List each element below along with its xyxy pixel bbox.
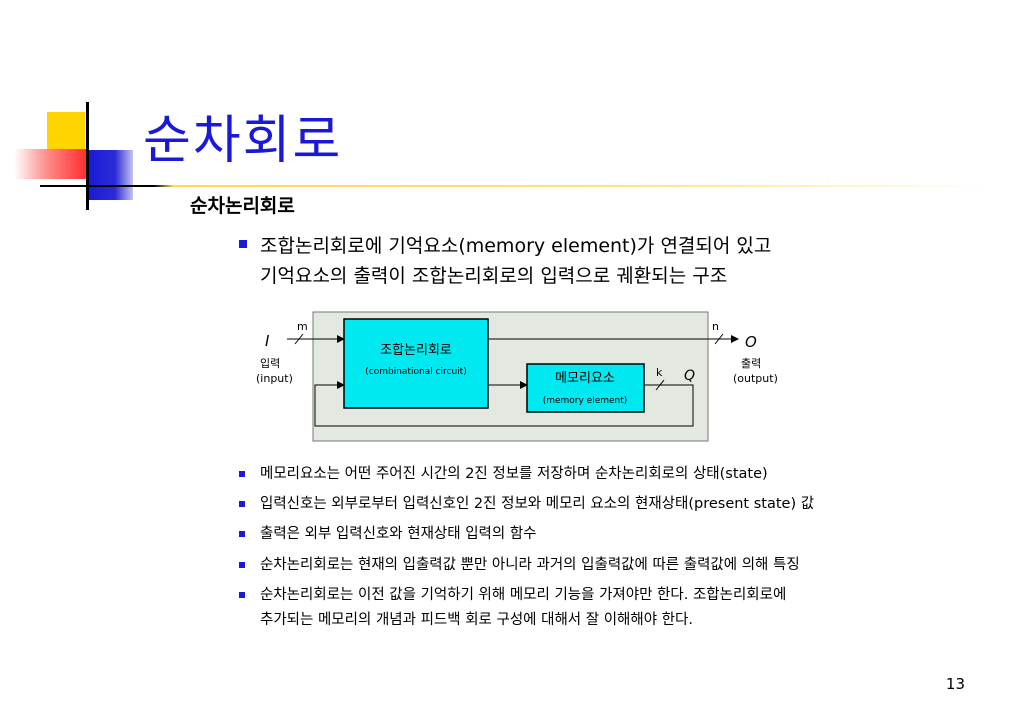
slide-subtitle: 순차논리회로: [190, 195, 295, 217]
comb-title: 조합논리회로: [380, 343, 452, 358]
q-label: Q: [684, 368, 695, 384]
main-bullet-line-1: 조합논리회로에 기억요소(memory element)가 연결되어 있고: [260, 235, 772, 257]
output-symbol: O: [745, 333, 757, 351]
bullet-text-5-cont: 추가되는 메모리의 개념과 피드백 회로 구성에 대해서 잘 이해해야 한다.: [260, 612, 693, 628]
input-slash: [294, 333, 304, 345]
bullet-square-icon: [239, 240, 247, 248]
bullet-square-icon: [239, 471, 245, 477]
main-bullet-text: 조합논리회로에 기억요소(memory element)가 연결되어 있고 기억…: [260, 231, 771, 291]
input-label-en: (input): [256, 372, 293, 385]
slide-title: 순차회로: [143, 111, 343, 171]
logo-red-block: [14, 149, 88, 179]
logo-yellow-square: [47, 112, 85, 150]
memory-element-box: [526, 363, 645, 413]
main-bullet-line-2: 기억요소의 출력이 조합논리회로의 입력으로 궤환되는 구조: [260, 265, 728, 287]
logo-blue-block: [88, 150, 133, 200]
bullet-square-icon: [239, 531, 245, 537]
bullet-text-1: 메모리요소는 어떤 주어진 시간의 2진 정보를 저장하며 순차논리회로의 상태…: [260, 466, 768, 482]
output-label: 출력: [741, 357, 761, 370]
comb-sub: (combinational circuit): [365, 367, 466, 377]
output-slash: [714, 333, 724, 345]
logo-vertical-line: [86, 102, 89, 210]
input-label: 입력: [260, 357, 280, 370]
bullet-square-icon: [239, 562, 245, 568]
bullet-text-3: 출력은 외부 입력신호와 현재상태 입력의 함수: [260, 526, 537, 542]
page-number: 13: [945, 675, 965, 693]
m-label: m: [297, 320, 308, 333]
k-label: k: [656, 366, 663, 379]
mem-sub: (memory element): [543, 396, 628, 406]
output-label-en: (output): [733, 372, 778, 385]
bullet-square-icon: [239, 501, 245, 507]
mem-title: 메모리요소: [555, 371, 615, 386]
input-symbol: I: [265, 332, 270, 350]
bullet-square-icon: [239, 592, 245, 598]
feedback-line: [314, 381, 694, 427]
n-label: n: [712, 320, 719, 333]
bullet-text-4: 순차논리회로는 현재의 입출력값 뿐만 아니라 과거의 입출력값에 따른 출력값…: [260, 557, 800, 573]
bullet-text-2: 입력신호는 외부로부터 입력신호인 2진 정보와 메모리 요소의 현재상태(pr…: [260, 496, 815, 512]
combinational-circuit-box: [343, 318, 489, 409]
bullet-text-5: 순차논리회로는 이전 값을 기억하기 위해 메모리 기능을 가져야만 한다. 조…: [260, 587, 787, 603]
title-underline: [40, 185, 990, 187]
feedback-slash: [655, 379, 665, 391]
